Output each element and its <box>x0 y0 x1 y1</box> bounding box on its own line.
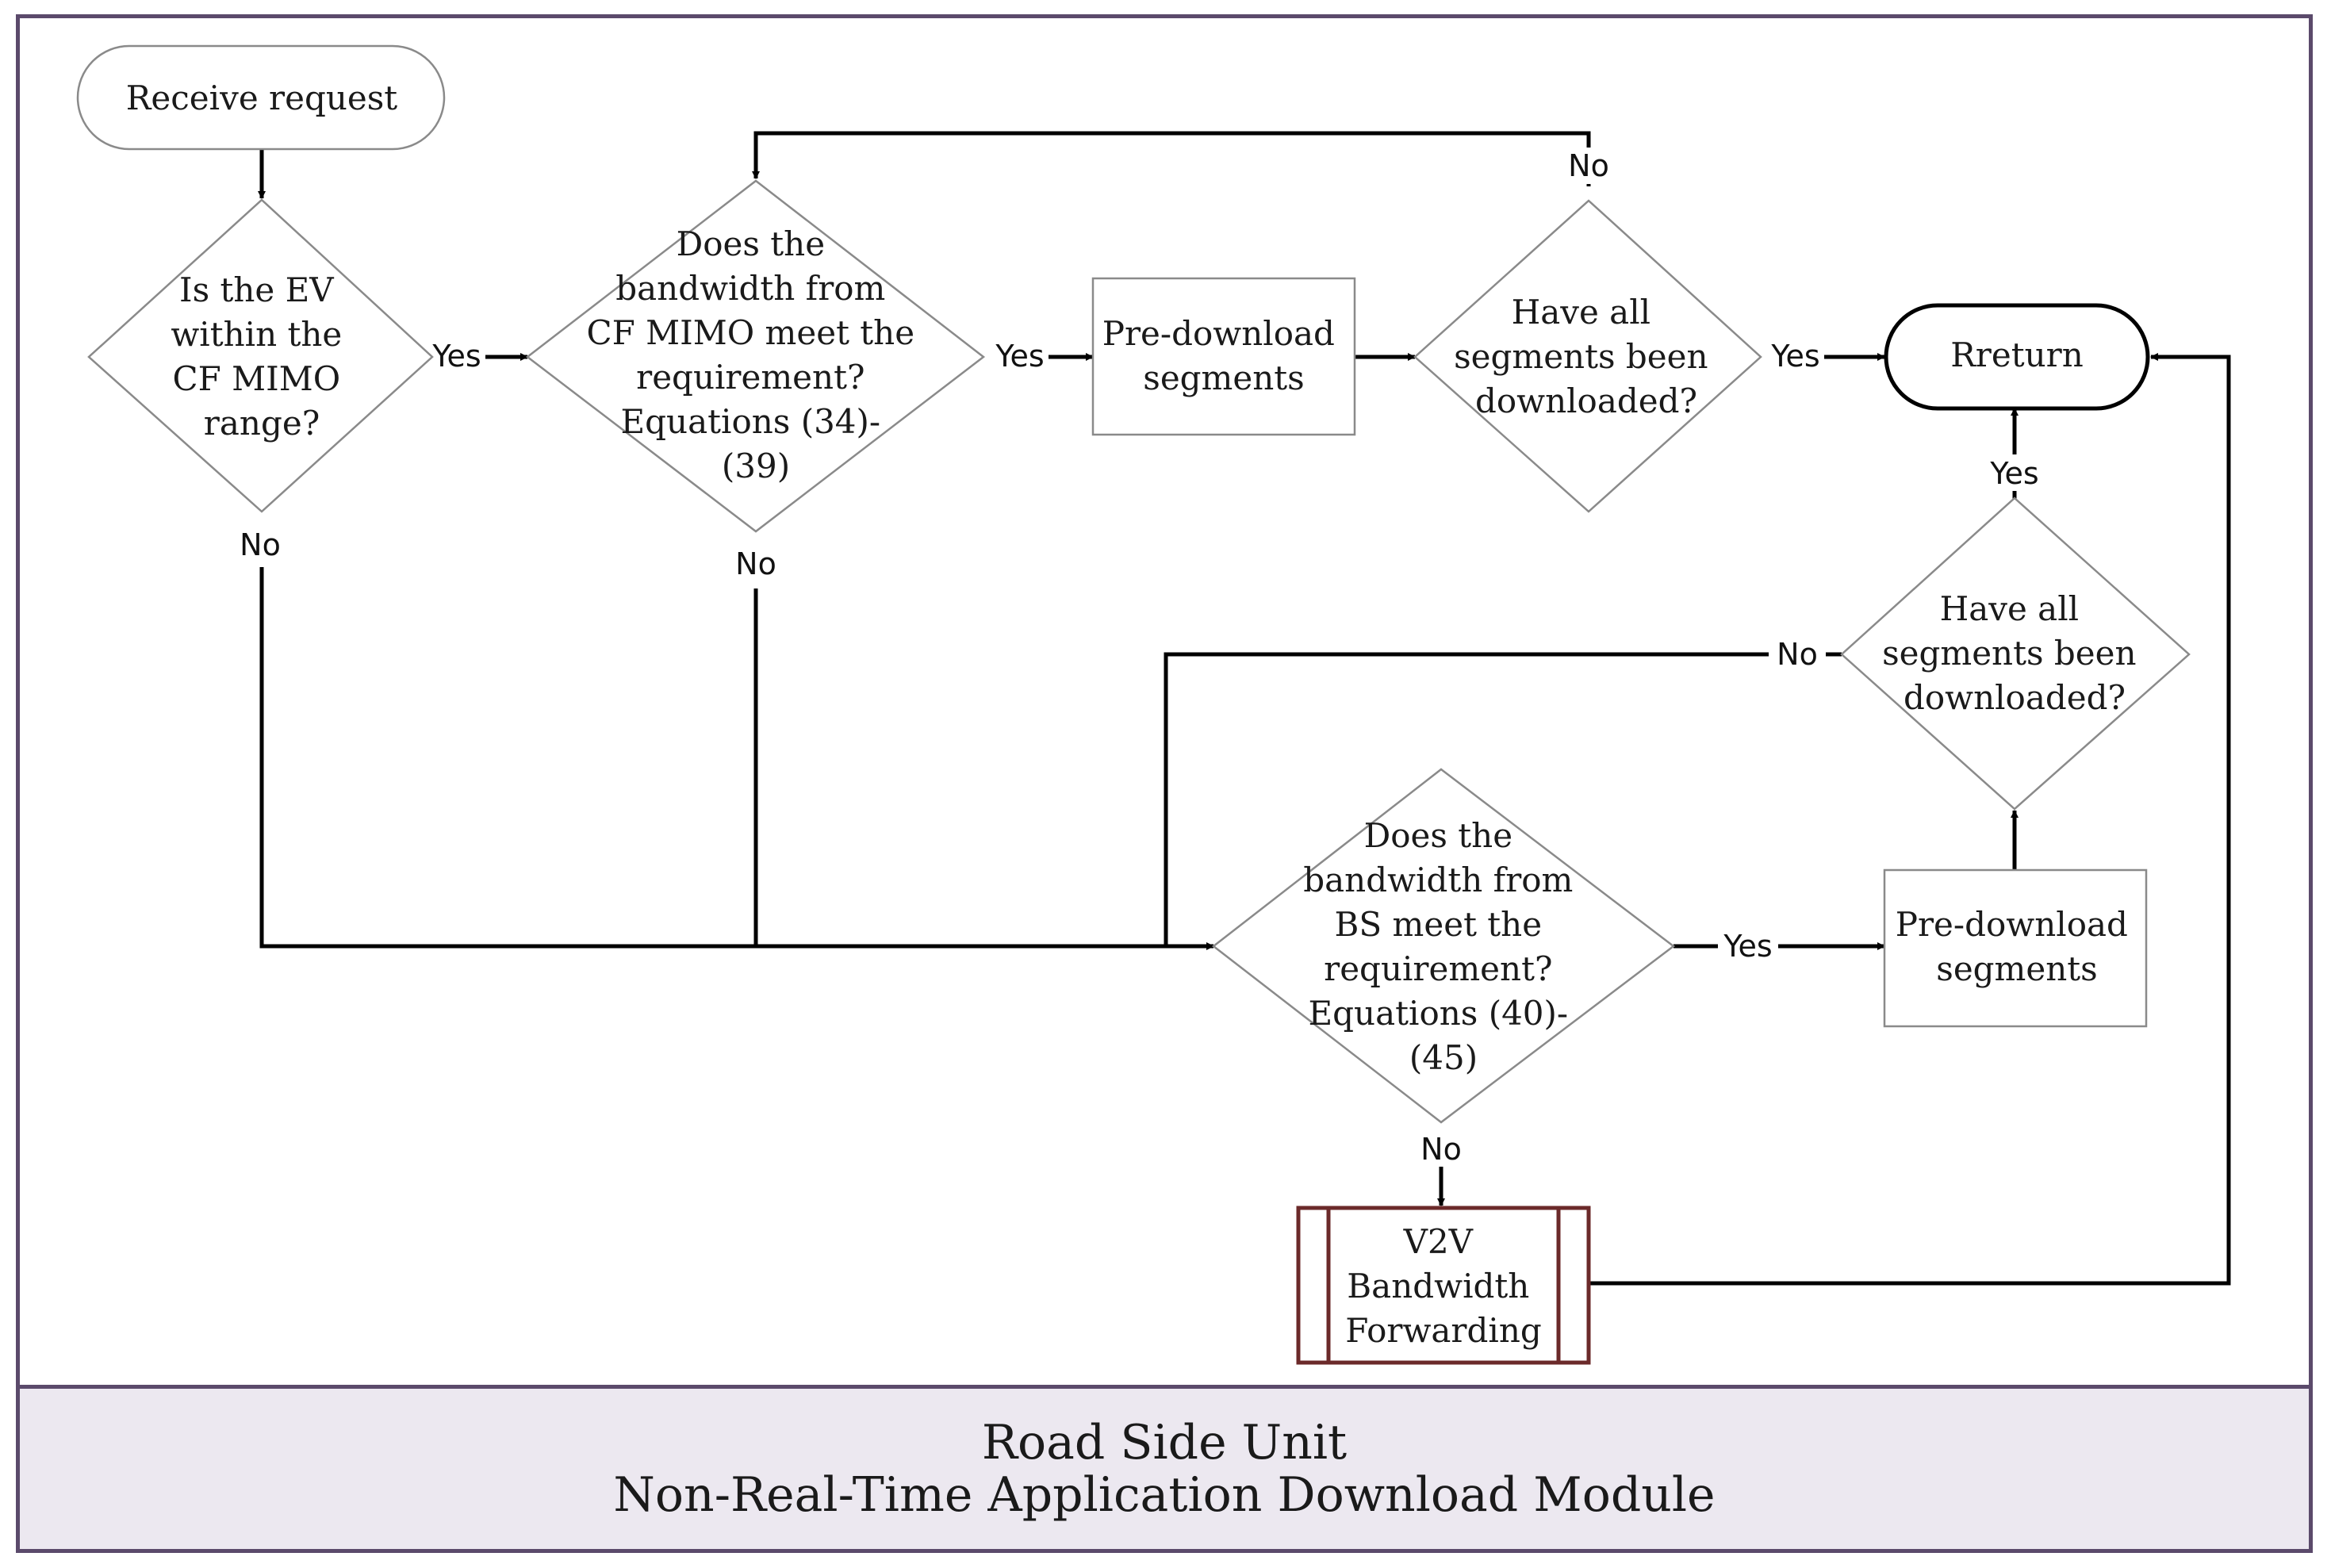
v2v-line: V2V <box>1403 1222 1474 1261</box>
all-downloaded-decision-1 <box>1413 199 1762 513</box>
cfmimo-line: (39) <box>722 447 790 485</box>
cfmimo-line: Does the <box>677 224 826 263</box>
v2v-node <box>1296 1206 1591 1365</box>
bs-line: bandwidth from <box>1303 861 1573 899</box>
edge-label-no: No <box>240 527 281 562</box>
predownload-node-1 <box>1091 277 1356 436</box>
ev-range-line: within the <box>171 315 342 354</box>
cfmimo-bandwidth-label: Does the bandwidth from CF MIMO meet the… <box>587 224 926 485</box>
ev-range-decision <box>87 198 434 513</box>
edge-label-yes: Yes <box>995 339 1044 374</box>
edge-check1-no <box>752 131 1591 186</box>
caption-line-1: Road Side Unit <box>981 1415 1348 1470</box>
edge-label-no: No <box>735 546 776 581</box>
return-node <box>1884 303 2150 411</box>
check1-line: segments been <box>1454 337 1708 376</box>
edge-label-no: No <box>1568 148 1609 183</box>
v2v-line: Forwarding <box>1345 1311 1542 1350</box>
cfmimo-bandwidth-decision <box>525 179 986 533</box>
return-label: Rreturn <box>1950 335 2084 374</box>
edge-label-yes: Yes <box>431 339 481 374</box>
predownload-node-2 <box>1883 868 2148 1028</box>
predownload-line: segments <box>1936 949 2097 988</box>
ev-range-line: CF MIMO <box>172 359 340 398</box>
edge-label-yes: Yes <box>1770 339 1819 374</box>
all-downloaded-label-1: Have all segments been downloaded? <box>1454 293 1719 420</box>
bs-bandwidth-label: Does the bandwidth from BS meet the requ… <box>1303 816 1584 1077</box>
edge-label-yes: Yes <box>1989 456 2038 491</box>
bs-line: BS meet the <box>1335 905 1543 944</box>
bs-bandwidth-decision <box>1211 768 1676 1124</box>
check2-line: segments been <box>1882 634 2136 673</box>
cfmimo-line: Equations (34)- <box>621 402 881 441</box>
predownload-line: Pre-download <box>1102 314 1335 353</box>
edge-label-no: No <box>1777 637 1818 672</box>
cfmimo-line: requirement? <box>636 358 865 397</box>
caption-line-2: Non-Real-Time Application Download Modul… <box>613 1467 1716 1523</box>
bs-line: Does the <box>1364 816 1513 855</box>
receive-request-label: Receive request <box>126 79 398 117</box>
check1-line: Have all <box>1512 293 1651 332</box>
ev-range-line: Is the EV <box>179 270 334 309</box>
edge-label-yes: Yes <box>1723 929 1772 964</box>
bs-line: Equations (40)- <box>1309 994 1569 1033</box>
bs-line: (45) <box>1409 1038 1478 1077</box>
predownload-label-1: Pre-download segments <box>1102 314 1346 397</box>
edge-v2v-to-return <box>1589 353 2231 1286</box>
module-caption: Road Side Unit Non-Real-Time Application… <box>16 1385 2313 1553</box>
ev-range-label: Is the EV within the CF MIMO range? <box>171 270 352 443</box>
predownload-line: Pre-download <box>1896 905 2128 944</box>
v2v-label: V2V Bandwidth Forwarding <box>1345 1222 1542 1350</box>
edge-label-no: No <box>1420 1132 1462 1167</box>
check1-line: downloaded? <box>1475 381 1697 420</box>
check2-line: downloaded? <box>1904 678 2126 717</box>
cfmimo-line: CF MIMO meet the <box>587 313 915 352</box>
receive-request-node <box>76 44 446 151</box>
cfmimo-line: bandwidth from <box>615 269 885 308</box>
bs-line: requirement? <box>1324 949 1552 988</box>
ev-range-line: range? <box>204 404 320 443</box>
check2-line: Have all <box>1940 589 2080 628</box>
predownload-line: segments <box>1143 358 1304 397</box>
predownload-label-2: Pre-download segments <box>1896 905 2139 988</box>
edge-ev-no <box>259 567 1214 950</box>
v2v-line: Bandwidth <box>1347 1267 1529 1305</box>
all-downloaded-label-2: Have all segments been downloaded? <box>1882 589 2147 717</box>
all-downloaded-decision-2 <box>1840 496 2191 811</box>
edge-check2-no-loop <box>1164 652 1777 946</box>
